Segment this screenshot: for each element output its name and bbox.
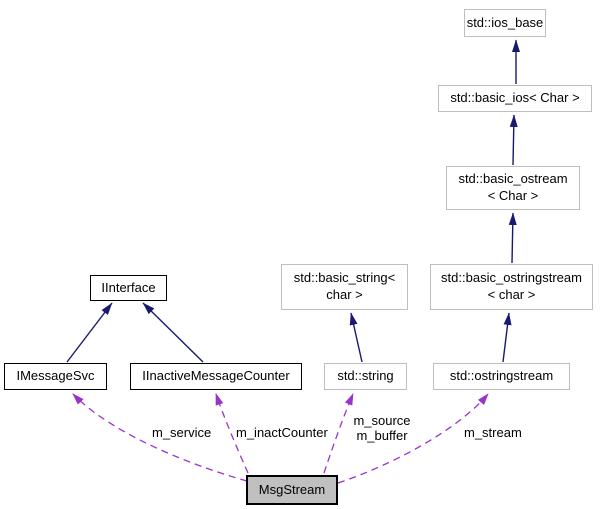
inheritance-arrow-basic-ostream-to-basic-ios — [509, 114, 518, 166]
node-std-basic-ostringstream: std::basic_ostringstream < char > — [430, 264, 593, 310]
node-std-string: std::string — [324, 363, 407, 390]
usage-arrow-m-stream — [337, 393, 489, 484]
node-std-ostringstream: std::ostringstream — [433, 363, 570, 390]
inheritance-arrow-basic-ostringstream-to-basic-ostream — [508, 212, 517, 264]
edge-label-m-stream: m_stream — [464, 425, 522, 440]
inheritance-arrow-iinactivemessagecounter-to-iinterface — [142, 302, 204, 363]
node-std-basic-ostream: std::basic_ostream < Char > — [446, 166, 580, 210]
node-msgstream: MsgStream — [246, 475, 338, 505]
edge-label-m-source-m-buffer: m_source m_buffer — [353, 413, 411, 443]
node-std-ios-base: std::ios_base — [464, 9, 546, 37]
inheritance-arrow-imessagesvc-to-iinterface — [66, 302, 113, 363]
inheritance-arrow-ostringstream-to-basic-ostringstream — [502, 312, 512, 363]
inheritance-arrow-string-to-basic-string — [349, 312, 363, 363]
node-iinactivemessagecounter[interactable]: IInactiveMessageCounter — [130, 363, 302, 390]
node-imessagesvc[interactable]: IMessageSvc — [4, 363, 107, 390]
edge-label-m-service: m_service — [152, 425, 212, 440]
edge-label-m-inactcounter: m_inactCounter — [236, 425, 328, 440]
usage-arrow-m-inactcounter — [215, 393, 249, 474]
node-std-basic-ios: std::basic_ios< Char > — [438, 85, 592, 112]
node-iinterface[interactable]: IInterface — [90, 275, 167, 301]
node-std-basic-string: std::basic_string< char > — [281, 264, 408, 310]
usage-arrow-m-source-m-buffer — [323, 393, 354, 474]
usage-arrow-m-service — [72, 393, 248, 482]
